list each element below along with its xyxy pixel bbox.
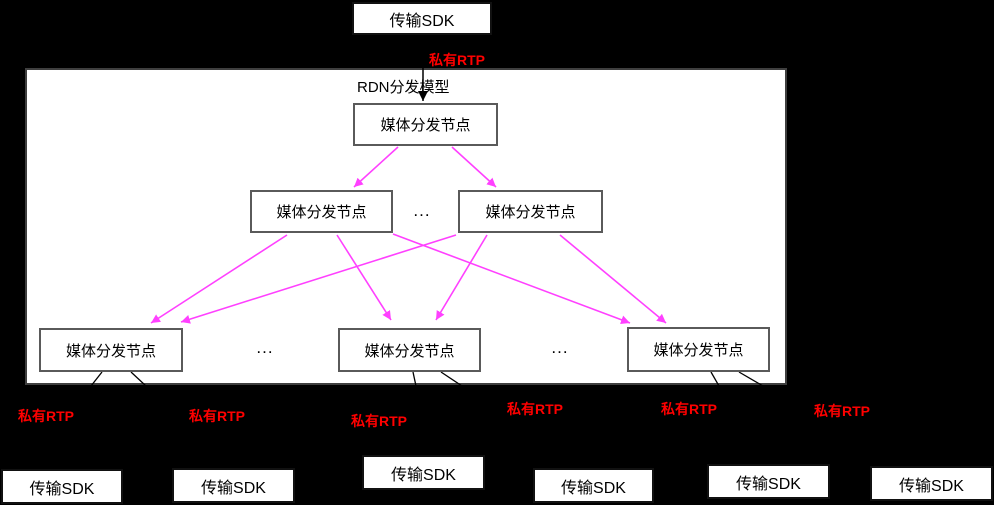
level2-to-level3-arrows <box>150 233 667 325</box>
media-node-l3-3: 媒体分发节点 <box>627 327 770 372</box>
rtp-label-3: 私有RTP <box>351 413 407 429</box>
level3-ellipsis-b: ... <box>551 338 569 357</box>
root-to-level2-arrows <box>353 146 497 188</box>
transport-sdk-box-1: 传输SDK <box>1 469 123 504</box>
media-node-l2-2: 媒体分发节点 <box>458 190 603 233</box>
transport-sdk-box-4: 传输SDK <box>533 468 654 503</box>
diagram-title: RDN分发模型 <box>357 79 450 96</box>
transport-sdk-box-6: 传输SDK <box>870 466 993 501</box>
transport-sdk-box-5: 传输SDK <box>707 464 830 499</box>
media-node-l3-3-label: 媒体分发节点 <box>653 342 744 359</box>
media-node-root-label: 媒体分发节点 <box>380 117 471 134</box>
top-transport-sdk-box: 传输SDK <box>352 2 492 35</box>
media-node-l2-2-label: 媒体分发节点 <box>485 204 576 221</box>
media-node-root: 媒体分发节点 <box>353 103 498 146</box>
media-node-l3-2-label: 媒体分发节点 <box>364 342 455 360</box>
rtp-label-6: 私有RTP <box>814 403 870 419</box>
transport-sdk-label-1: 传输SDK <box>29 480 95 498</box>
transport-sdk-label-6: 传输SDK <box>899 477 964 495</box>
transport-sdk-box-2: 传输SDK <box>172 468 295 503</box>
transport-sdk-label-5: 传输SDK <box>736 475 801 493</box>
transport-sdk-label-2: 传输SDK <box>201 479 266 497</box>
media-node-l3-1: 媒体分发节点 <box>39 328 183 372</box>
media-node-l2-1: 媒体分发节点 <box>250 190 393 233</box>
top-private-rtp-label: 私有RTP <box>429 52 485 68</box>
rtp-label-4: 私有RTP <box>507 401 563 417</box>
rtp-label-2: 私有RTP <box>189 408 245 424</box>
transport-sdk-label-3: 传输SDK <box>391 466 456 484</box>
level3-to-sdk-lines <box>90 371 764 387</box>
transport-sdk-label-4: 传输SDK <box>561 479 626 497</box>
media-node-l3-1-label: 媒体分发节点 <box>65 342 156 360</box>
top-transport-sdk-label: 传输SDK <box>389 12 455 30</box>
rtp-label-1: 私有RTP <box>18 408 74 424</box>
level2-ellipsis: ... <box>413 201 431 220</box>
media-node-l2-1-label: 媒体分发节点 <box>276 204 367 221</box>
rtp-label-5: 私有RTP <box>661 401 717 417</box>
transport-sdk-box-3: 传输SDK <box>362 455 485 490</box>
level3-ellipsis-a: ... <box>256 338 274 357</box>
media-node-l3-2: 媒体分发节点 <box>338 328 481 372</box>
